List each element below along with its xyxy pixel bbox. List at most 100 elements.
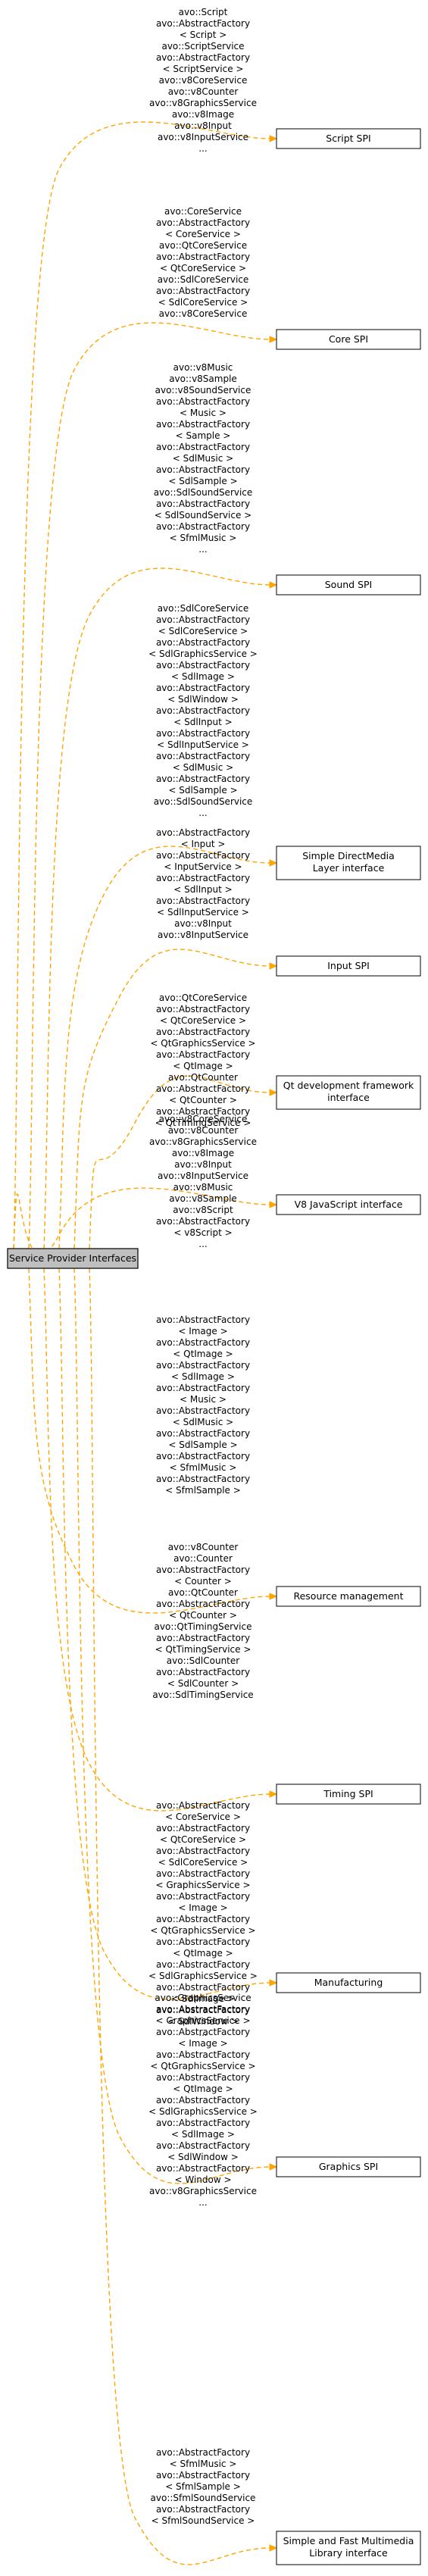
edge-label-line: < SfmlSample >: [165, 1485, 241, 1496]
node-label: Timing SPI: [323, 1788, 373, 1799]
root-node[interactable]: Service Provider Interfaces: [7, 1248, 139, 1269]
edge-label-line: < SdlInputService >: [157, 739, 249, 750]
edge-label-line: avo::ScriptService: [161, 41, 244, 52]
edge-label-line: avo::AbstractFactory: [156, 1474, 250, 1484]
edge-label-line: avo::v8Sample: [169, 1193, 237, 1204]
edge-label-line: < SdlWindow >: [167, 694, 239, 705]
edge-label-line: avo::SdlSoundService: [154, 796, 253, 807]
edge-label-line: < QtTimingService >: [155, 1118, 251, 1128]
node-label: Sound SPI: [325, 579, 373, 590]
edge-label-line: avo::v8Music: [173, 1182, 233, 1193]
edge-label-line: avo::CoreService: [164, 206, 242, 217]
edge-label-line: avo::AbstractFactory: [156, 1451, 250, 1462]
edge-label-line: avo::v8Music: [173, 362, 233, 373]
edge-label-line: avo::AbstractFactory: [156, 217, 250, 228]
edge-label-line: avo::AbstractFactory: [156, 660, 250, 671]
node-label: Layer interface: [313, 862, 385, 874]
node-script-spi[interactable]: Script SPI: [276, 128, 421, 149]
edge-label-line: < ScriptService >: [163, 64, 244, 74]
node-label: Core SPI: [329, 333, 368, 345]
node-label: Simple and Fast Multimedia: [283, 2535, 414, 2546]
edge-label-line: avo::AbstractFactory: [156, 873, 250, 883]
edge-label-line: < SdlSample >: [168, 785, 237, 796]
node-label: V8 JavaScript interface: [295, 1199, 403, 1210]
edge-label-line: avo::AbstractFactory: [156, 286, 250, 296]
node-sound-spi[interactable]: Sound SPI: [276, 574, 421, 596]
edge-label-line: avo::AbstractFactory: [156, 1868, 250, 1879]
edge-label-line: < Sample >: [176, 430, 231, 441]
edge-label-line: avo::v8GraphicsService: [149, 1136, 257, 1147]
node-box: [276, 1194, 421, 1215]
edge-label-input_spi: avo::AbstractFactory< Input >avo::Abstra…: [156, 827, 250, 940]
edge-label-line: avo::AbstractFactory: [156, 52, 250, 63]
edge-label-line: avo::AbstractFactory: [156, 1633, 250, 1643]
node-graphics[interactable]: Graphics SPI: [276, 2156, 421, 2177]
edge-label-line: avo::AbstractFactory: [156, 2140, 250, 2151]
edge-label-line: avo::AbstractFactory: [156, 1027, 250, 1037]
edge-label-line: avo::AbstractFactory: [156, 1959, 250, 1970]
edge-label-line: avo::QtCoreService: [159, 993, 247, 1003]
edge-arrowhead: [269, 581, 278, 589]
node-box: [276, 128, 421, 149]
edge-label-line: < SdlImage >: [171, 671, 235, 682]
edge-label-resource: avo::AbstractFactory < Image >avo::Abstra…: [156, 1315, 250, 1496]
edge-label-line: avo::AbstractFactory: [156, 2118, 250, 2128]
edge-label-line: avo::v8Image: [172, 109, 234, 120]
edge-label-line: avo::GraphicsService: [155, 1993, 251, 2003]
edge-label-line: avo::AbstractFactory: [156, 1800, 250, 1811]
edge-label-line: avo::AbstractFactory: [156, 1891, 250, 1902]
edge-script_spi: [13, 121, 271, 1249]
edge-label-line: < Image >: [178, 1326, 227, 1336]
edge-label-line: avo::AbstractFactory: [156, 521, 250, 532]
edge-label-line: < SdlCoreService >: [158, 1857, 248, 1868]
edge-label-line: avo::AbstractFactory: [156, 18, 250, 29]
edge-label-line: avo::AbstractFactory: [156, 1360, 250, 1371]
node-manufacturing[interactable]: Manufacturing: [276, 1972, 421, 1993]
edge-label-line: avo::Counter: [173, 1553, 233, 1564]
edge-label-line: avo::QtCounter: [168, 1072, 238, 1083]
node-box: [276, 1075, 421, 1110]
edge-label-line: < SdlInput >: [173, 717, 232, 727]
node-resource[interactable]: Resource management: [276, 1586, 421, 1607]
edge-label-line: avo::v8Image: [172, 1148, 234, 1158]
edge-arrowhead: [269, 962, 278, 970]
edge-label-line: < SfmlMusic >: [170, 1462, 237, 1473]
edge-label-line: avo::v8Counter: [168, 1125, 239, 1136]
edge-arrowhead: [269, 2163, 278, 2171]
edge-label-line: < Counter >: [174, 1576, 232, 1587]
node-v8[interactable]: V8 JavaScript interface: [276, 1194, 421, 1215]
edge-label-line: avo::Script: [179, 7, 228, 17]
edge-label-line: avo::AbstractFactory: [156, 1383, 250, 1393]
edge-label-line: < SfmlMusic >: [170, 533, 237, 543]
edge-label-line: < QtGraphicsService >: [150, 1038, 255, 1049]
edge-label-line: avo::v8SoundService: [155, 385, 251, 395]
edge-label-line: avo::AbstractFactory: [156, 2095, 250, 2106]
node-label: Script SPI: [326, 133, 370, 144]
edge-label-line: avo::v8Input: [174, 120, 232, 131]
edge-arrowhead: [269, 2544, 278, 2552]
edge-label-line: < v8Script >: [173, 1227, 232, 1238]
edge-label-line: avo::AbstractFactory: [156, 2447, 250, 2458]
edge-qt: [89, 1075, 271, 1249]
edge-label-line: < SdlGraphicsService >: [148, 649, 258, 659]
node-core-spi[interactable]: Core SPI: [276, 329, 421, 350]
edge-sfml: [89, 1268, 271, 2565]
edge-label-line: < SdlCoreService >: [158, 626, 248, 636]
edge-label-line: avo::AbstractFactory: [156, 827, 250, 838]
edge-label-line: ...: [198, 2197, 207, 2208]
edge-label-v8: avo::v8CoreServiceavo::v8Counteravo::v8G…: [149, 1114, 257, 1249]
edge-arrowhead: [269, 1593, 278, 1600]
node-input-spi[interactable]: Input SPI: [276, 955, 421, 977]
edge-label-line: avo::v8Input: [174, 918, 232, 929]
edge-manufacturing: [58, 1268, 271, 2000]
edge-label-timing: avo::v8Counteravo::Counteravo::AbstractF…: [152, 1542, 253, 1700]
node-timing[interactable]: Timing SPI: [276, 1784, 421, 1805]
edge-label-line: avo::AbstractFactory: [156, 1846, 250, 1856]
edge-sound_spi: [43, 567, 271, 1249]
edge-label-line: avo::AbstractFactory: [156, 396, 250, 407]
edge-label-line: < QtCounter >: [169, 1095, 237, 1105]
edge-label-line: avo::AbstractFactory: [156, 683, 250, 693]
